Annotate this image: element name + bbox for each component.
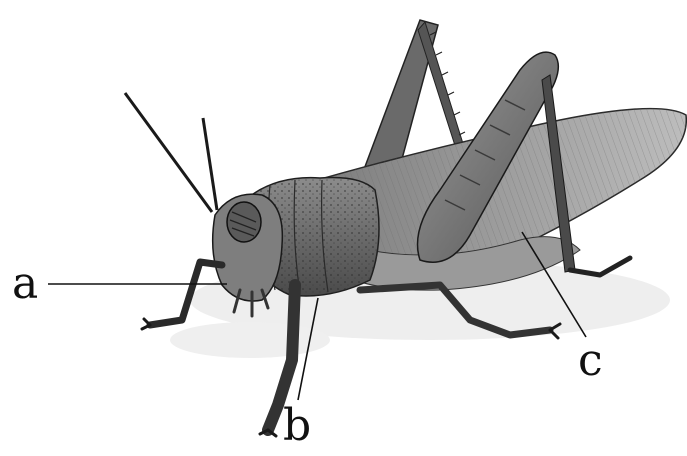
- label-a: a: [12, 262, 38, 306]
- antenna-left: [125, 93, 212, 212]
- hind-foot: [570, 258, 630, 275]
- far-hind-tibia: [418, 22, 465, 155]
- label-b: b: [283, 404, 311, 448]
- antenna-right: [203, 118, 217, 210]
- label-c: c: [578, 339, 603, 383]
- shadow-left: [170, 322, 330, 358]
